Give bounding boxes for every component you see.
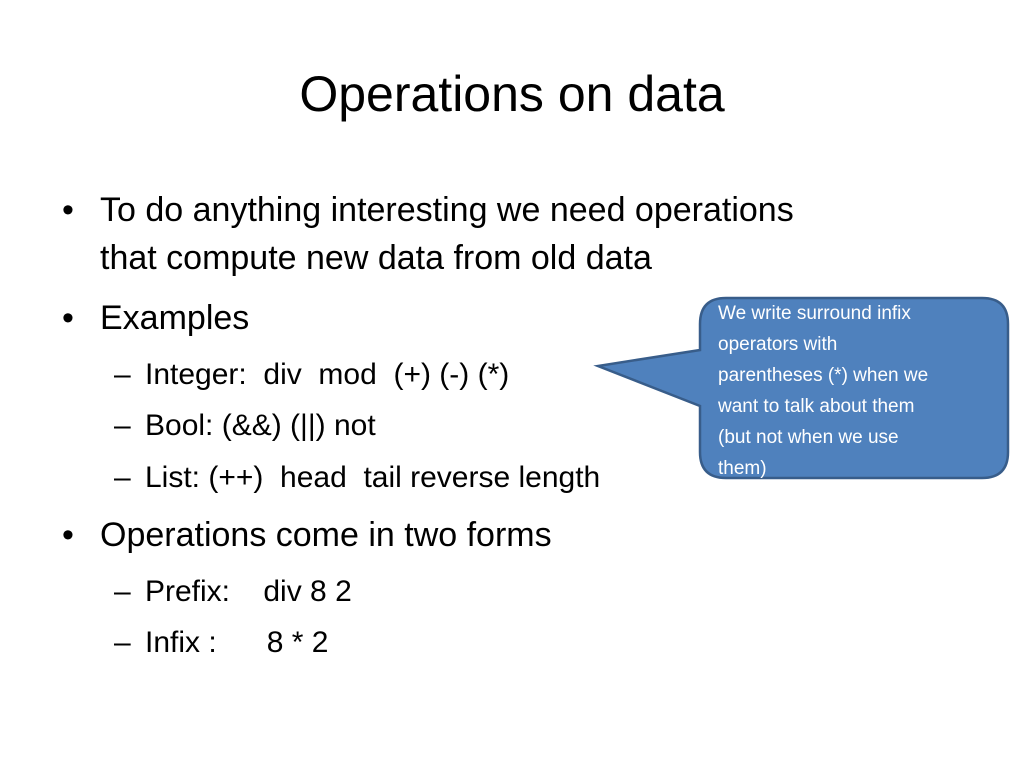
callout-line: parentheses (*) when we	[718, 365, 929, 386]
callout-line: them)	[718, 458, 767, 479]
bullet-icon: •	[62, 299, 74, 337]
dash-icon: –	[114, 409, 131, 442]
sub-bullet-text: List: (++) head tail reverse length	[145, 461, 601, 494]
dash-icon: –	[114, 358, 131, 391]
callout-line: operators with	[718, 334, 838, 355]
bullet-icon: •	[62, 516, 74, 554]
bullet-text: Examples	[100, 299, 250, 337]
bullet-text: Operations come in two forms	[100, 516, 552, 554]
sub-bullet-text: Integer: div mod (+) (-) (*)	[145, 358, 510, 391]
sub-bullet-text: Bool: (&&) (||) not	[145, 409, 376, 442]
callout-text: We write surround infix operators with p…	[718, 298, 998, 484]
callout-line: We write surround infix	[718, 303, 911, 324]
dash-icon: –	[114, 575, 131, 608]
callout-bubble-shape	[593, 296, 1010, 480]
callout-line: (but not when we use	[718, 427, 899, 448]
dash-icon: –	[114, 461, 131, 494]
sub-bullet-text: Prefix: div 8 2	[145, 575, 352, 608]
bullet-text: that compute new data from old data	[100, 239, 652, 277]
dash-icon: –	[114, 626, 131, 659]
bullet-icon: •	[62, 191, 74, 229]
callout-line: want to talk about them	[718, 396, 915, 417]
bullet-text: To do anything interesting we need opera…	[100, 191, 794, 229]
slide-title: Operations on data	[299, 66, 725, 122]
sub-bullet-text: Infix : 8 * 2	[145, 626, 329, 659]
